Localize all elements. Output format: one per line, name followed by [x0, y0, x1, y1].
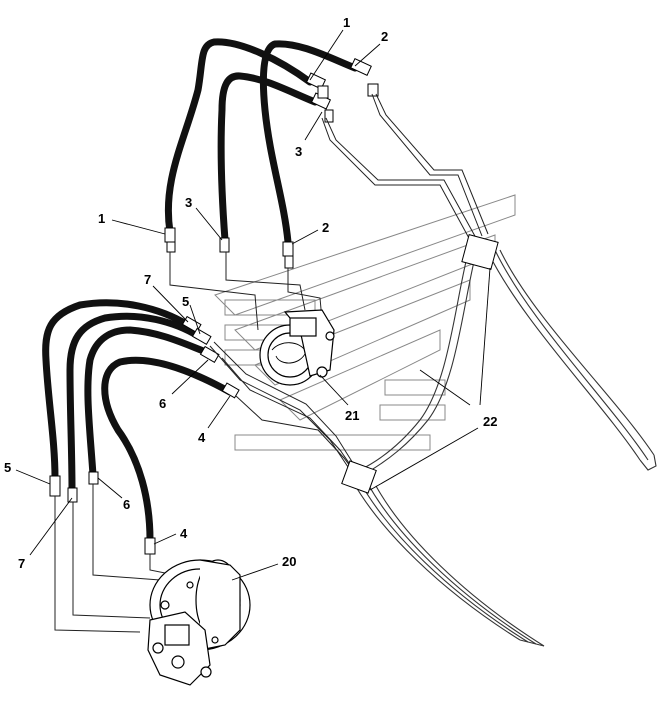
callout-6-low: 6	[123, 497, 130, 512]
fitting-4-low	[144, 537, 156, 555]
hose-2-upper	[259, 40, 359, 246]
fitting-6-low	[88, 471, 99, 485]
hose-1-upper	[164, 38, 314, 236]
watermark-logo	[214, 194, 516, 451]
fitting-7-low	[67, 487, 78, 503]
fitting-1-high	[305, 72, 327, 90]
bundle-clamp-upper	[461, 233, 499, 271]
callout-6-mid: 6	[159, 396, 166, 411]
callout-1-top: 1	[343, 15, 350, 30]
fitting-6-high	[199, 345, 220, 364]
hose-6-lower	[84, 326, 210, 479]
fitting-7-high	[181, 315, 202, 334]
callout-labels: 1 2 3 1 3 2 7 5 6 4 21 22 5 6 7 4 20	[4, 15, 497, 571]
pump-unit-21	[259, 309, 335, 386]
callout-1-mid: 1	[98, 211, 105, 226]
fitting-5-high	[191, 327, 212, 346]
callout-5-mid: 5	[182, 294, 189, 309]
fitting-1-elbow	[317, 85, 329, 99]
lower-hose-group	[42, 299, 240, 555]
motor-connection-lines	[54, 252, 323, 633]
hose-5-lower	[42, 299, 192, 482]
fitting-4-high	[221, 382, 240, 399]
fitting-2-low-nut	[284, 255, 294, 269]
fitting-1-low-nut	[166, 241, 176, 253]
callout-leaders	[15, 29, 491, 581]
tube-bundle-right	[359, 233, 657, 473]
callout-22: 22	[483, 414, 497, 429]
hose-7-lower	[66, 312, 202, 494]
callout-3-top: 3	[295, 144, 302, 159]
fitting-1-low	[164, 227, 176, 243]
rigid-tubes	[209, 93, 489, 483]
tube-bundle-lower	[341, 460, 545, 647]
fitting-2-high	[350, 58, 372, 76]
callout-2-mid: 2	[322, 220, 329, 235]
fitting-2-low	[282, 241, 294, 257]
callout-3-mid: 3	[185, 195, 192, 210]
upper-hose-group	[164, 38, 379, 269]
fitting-3-low	[219, 237, 230, 253]
fitting-3-elbow	[324, 109, 334, 123]
travel-motor-20	[147, 559, 251, 686]
callout-7-mid: 7	[144, 272, 151, 287]
hose-3-upper	[217, 72, 319, 244]
bundle-clamp-lower	[341, 460, 377, 494]
callout-4-mid: 4	[198, 430, 206, 445]
fitting-5-low	[49, 475, 61, 497]
callout-21: 21	[345, 408, 359, 423]
callout-7-low: 7	[18, 556, 25, 571]
callout-20: 20	[282, 554, 296, 569]
hose-4-lower	[101, 356, 234, 544]
callout-5-low: 5	[4, 460, 11, 475]
callout-4-low: 4	[180, 526, 188, 541]
callout-2-top: 2	[381, 29, 388, 44]
